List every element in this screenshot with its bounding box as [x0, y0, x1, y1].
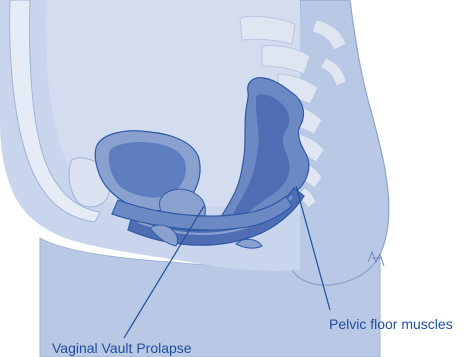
label-pelvic-floor-muscles: Pelvic floor muscles: [329, 316, 453, 332]
label-vaginal-vault-prolapse: Vaginal Vault Prolapse: [52, 340, 192, 356]
